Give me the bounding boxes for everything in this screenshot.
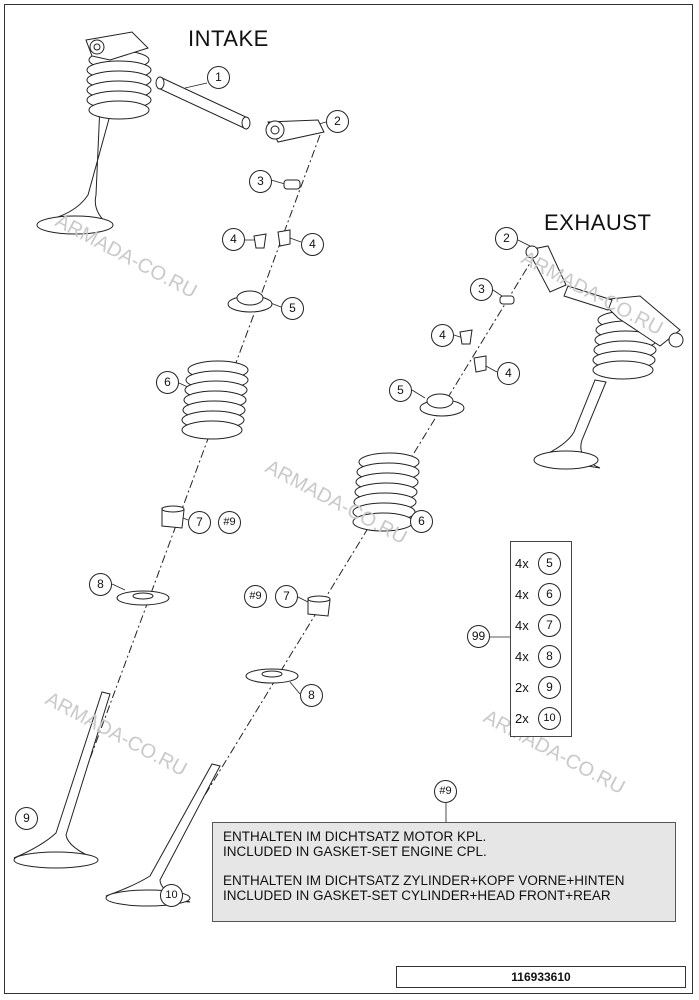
callout-8: 8 [300,684,323,707]
callout-9-reference: #9 [434,780,457,803]
intake-stem-seal [161,505,185,529]
exhaust-stem-seal [307,595,331,617]
rocker-shaft [155,76,251,130]
kit-row: 4x 5 [511,550,573,578]
callout-3: 3 [470,278,493,301]
callout-9-reference: #9 [218,511,241,534]
kit-contents-box: 4x 5 4x 6 4x 7 4x 8 2x 9 2x 10 [510,541,572,737]
kit-part-callout: 7 [538,614,561,637]
callout-99: 99 [467,625,490,648]
callout-5: 5 [389,379,412,402]
exhaust-shim [499,295,515,305]
callout-3: 3 [249,170,272,193]
intake-valve [13,691,111,869]
kit-quantity: 4x [515,618,529,633]
callout-4: 4 [301,233,324,256]
callout-7: 7 [188,511,211,534]
intake-axis-line [59,134,321,841]
kit-row: 4x 6 [511,581,573,609]
kit-quantity: 4x [515,587,529,602]
note-line: INCLUDED IN GASKET-SET ENGINE CPL. [223,844,487,859]
intake-valve-key-left [253,233,267,249]
exhaust-axis-line [149,254,536,886]
diagram-frame [4,4,693,994]
exhaust-spring-seat [245,668,299,684]
callout-9-reference: #9 [244,585,267,608]
exhaust-valve [105,763,221,907]
kit-part-callout: 10 [538,707,561,730]
exhaust-valve-spring [352,452,420,532]
kit-row: 4x 7 [511,612,573,640]
callout-6: 6 [410,510,433,533]
callout-2: 2 [326,110,349,133]
callout-5: 5 [281,297,304,320]
kit-part-callout: 6 [538,583,561,606]
intake-rocker-arm [265,119,325,143]
kit-part-callout: 5 [538,552,561,575]
callout-8: 8 [89,573,112,596]
kit-quantity: 2x [515,680,529,695]
intake-spring-retainer [227,290,273,313]
intake-valve-spring [181,360,249,440]
intake-shim [283,179,301,190]
kit-row: 4x 8 [511,643,573,671]
kit-row: 2x 10 [511,705,573,733]
callout-10: 10 [160,884,183,907]
note-line: ENTHALTEN IM DICHTSATZ ZYLINDER+KOPF VOR… [223,873,625,888]
kit-row: 2x 9 [511,674,573,702]
exhaust-spring-retainer [419,393,465,417]
exhaust-assembled-valve [533,285,684,470]
exhaust-valve-key-left [459,329,473,345]
callout-7: 7 [275,585,298,608]
kit-part-callout: 9 [538,676,561,699]
callout-4: 4 [431,324,454,347]
callout-4: 4 [222,228,245,251]
intake-valve-key-right [277,229,291,247]
callout-1: 1 [207,66,230,89]
callout-2: 2 [495,227,518,250]
callout-6: 6 [156,371,179,394]
note-line: INCLUDED IN GASKET-SET CYLINDER+HEAD FRO… [223,888,611,903]
kit-part-callout: 8 [538,645,561,668]
drawing-reference-number: 116933610 [396,966,686,988]
kit-quantity: 4x [515,649,529,664]
exhaust-valve-key-right [473,355,487,373]
exhaust-title: EXHAUST [544,210,652,235]
kit-quantity: 2x [515,711,529,726]
intake-assembled-valve [36,31,152,235]
gasket-set-note: ENTHALTEN IM DICHTSATZ MOTOR KPL. INCLUD… [212,822,676,922]
callout-9: 9 [15,807,38,830]
intake-spring-seat [116,590,170,606]
callout-4: 4 [497,362,520,385]
exhaust-rocker-arm [525,245,567,293]
kit-quantity: 4x [515,556,529,571]
intake-title: INTAKE [188,26,269,51]
note-line: ENTHALTEN IM DICHTSATZ MOTOR KPL. [223,829,487,844]
